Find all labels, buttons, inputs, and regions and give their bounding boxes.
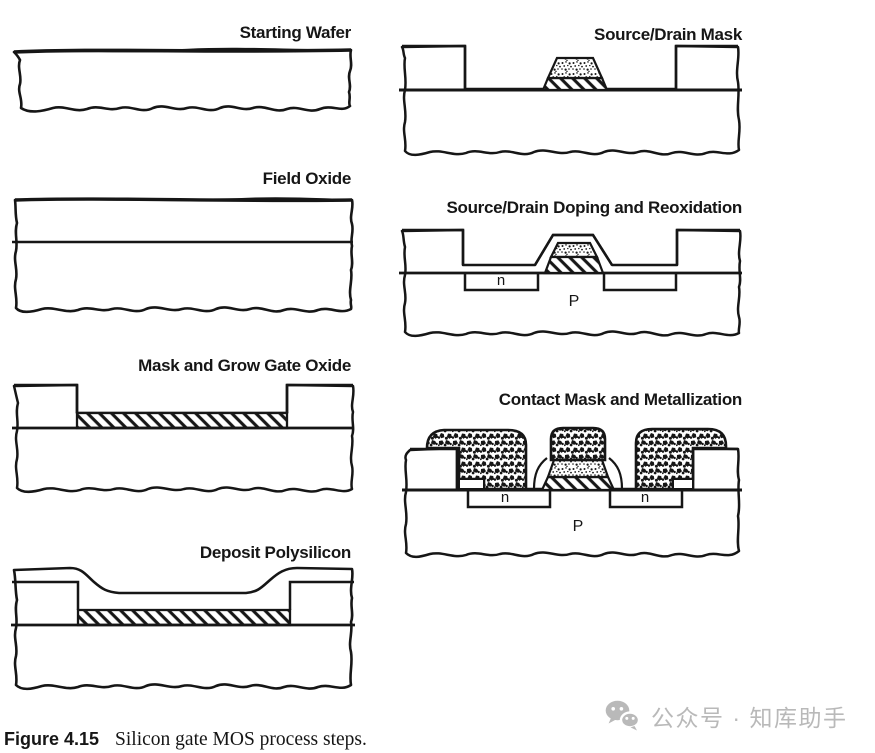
- gate-oxide-hatched-layer: [541, 76, 609, 92]
- label-starting-wafer: Starting Wafer: [239, 23, 352, 42]
- p-substrate-label: P: [572, 518, 584, 535]
- figure-caption-text: Silicon gate MOS process steps.: [115, 729, 367, 750]
- label-source-drain-doping-reoxidation: Source/Drain Doping and Reoxidation: [446, 198, 742, 217]
- polysilicon-gate-stippled: [549, 241, 599, 259]
- diagram-starting-wafer: [12, 47, 353, 113]
- diagram-field-oxide: [12, 197, 354, 314]
- label-mask-grow-gate-oxide: Mask and Grow Gate Oxide: [138, 356, 351, 375]
- contact-window-left: [458, 478, 485, 490]
- contact-window-right: [672, 478, 694, 490]
- gate-oxide-hatched-layer: [75, 411, 289, 430]
- watermark: 公众号 · 知库助手: [604, 699, 847, 733]
- n-region-box-right: [602, 273, 678, 292]
- label-field-oxide: Field Oxide: [262, 169, 352, 188]
- label-contact-mask-metallization: Contact Mask and Metallization: [498, 390, 743, 409]
- n-region-label: n: [640, 489, 650, 506]
- n-region-box-right: [608, 490, 684, 509]
- oxide-shoulder-curves: [532, 457, 624, 490]
- gate-oxide-hatched-layer: [76, 608, 292, 627]
- metal-contact-right: [634, 427, 728, 491]
- gate-oxide-hatched-layer: [543, 255, 605, 275]
- n-region-label: n: [500, 489, 510, 506]
- figure-number: Figure 4.15: [4, 729, 100, 749]
- p-substrate-label: P: [568, 293, 580, 310]
- metal-contact-gate: [549, 426, 607, 462]
- polysilicon-gate-stippled: [546, 458, 610, 479]
- diagram-source-drain-mask: [399, 44, 742, 157]
- diagram-deposit-polysilicon: [11, 566, 355, 691]
- gate-oxide-hatched-layer: [540, 475, 616, 492]
- diagram-contact-mask-metallization: [402, 426, 742, 559]
- n-region-label: n: [496, 272, 506, 289]
- n-region-box-left: [466, 490, 552, 509]
- figure-caption: Figure 4.15 Silicon gate MOS process step…: [4, 729, 367, 751]
- label-source-drain-mask: Source/Drain Mask: [594, 25, 742, 44]
- wechat-chat-bubbles-icon: [605, 700, 641, 731]
- watermark-text: 公众号 · 知库助手: [651, 705, 848, 731]
- polysilicon-gate-stippled: [546, 56, 604, 80]
- n-region-box-left: [463, 273, 540, 292]
- diagram-mask-grow-gate-oxide: [12, 383, 355, 494]
- label-deposit-polysilicon: Deposit Polysilicon: [199, 543, 351, 562]
- metal-contact-left: [425, 428, 528, 491]
- diagram-source-drain-doping-reoxidation: [399, 228, 742, 338]
